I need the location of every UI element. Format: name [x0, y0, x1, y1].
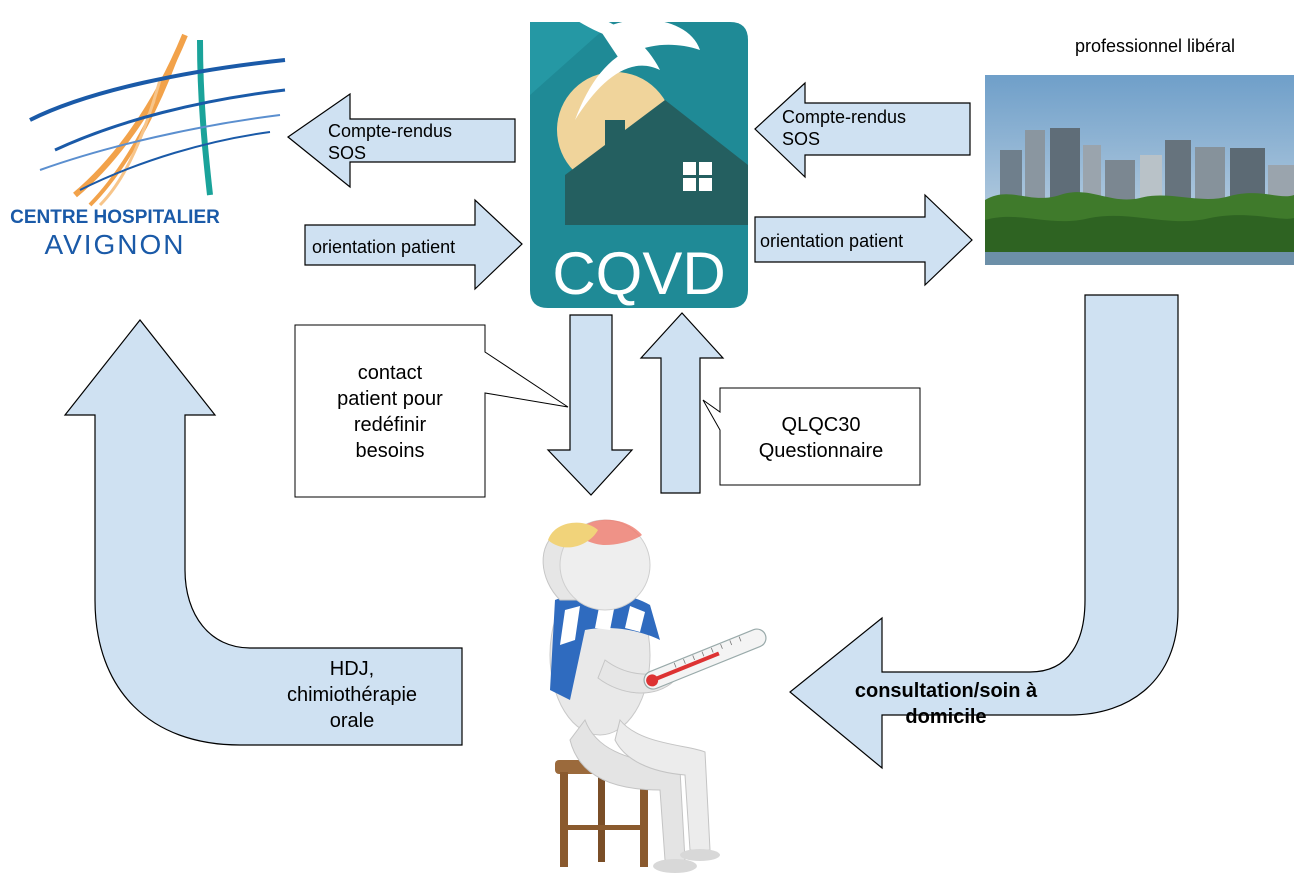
arrow-to-hospital-label: Compte-rendus SOS: [328, 120, 452, 164]
hospital-logo-swooshes-icon: [29, 33, 286, 207]
arrow-to-hospital-line1: Compte-rendus: [328, 121, 453, 141]
hospital-name-line1: CENTRE HOSPITALIER: [10, 207, 220, 228]
arrow-hdj-line2: chimiothérapie: [286, 684, 418, 706]
arrow-consultation-line2: domicile: [905, 706, 987, 728]
arrow-to-hospital-line2: SOS: [328, 143, 367, 163]
city-skyline-icon: [985, 75, 1294, 265]
callout-questionnaire-text: QLQC30 Questionnaire: [722, 412, 920, 464]
callout-contact-line1: contact: [357, 362, 423, 384]
arrow-liberal-to-patient: [789, 294, 1179, 770]
arrow-cqvd-to-liberal: [754, 193, 973, 287]
hospital-logo: CENTRE HOSPITALIER AVIGNON: [10, 33, 286, 260]
arrow-hospital-to-cqvd: [304, 198, 523, 291]
arrow-from-liberal-line1: Compte-rendus: [782, 107, 907, 127]
cqvd-logo-text: CQVD: [552, 240, 725, 307]
callout-contact-line4: besoins: [355, 440, 425, 462]
arrow-hdj-line3: orale: [329, 710, 375, 732]
cqvd-logo: CQVD: [530, 5, 748, 308]
arrow-from-hospital-label: orientation patient: [312, 237, 456, 257]
callout-contact-line3: redéfinir: [353, 414, 427, 436]
hospital-name-line2: AVIGNON: [44, 229, 185, 260]
liberal-caption: professionnel libéral: [1075, 36, 1235, 56]
arrow-cqvd-to-patient: [546, 314, 634, 496]
callout-contact: [294, 324, 569, 498]
arrow-patient-to-cqvd: [639, 312, 725, 494]
callout-contact-text: contact patient pour redéfinir besoins: [300, 360, 480, 464]
arrow-from-liberal-line2: SOS: [782, 129, 821, 149]
house-icon: [565, 100, 748, 225]
arrow-hdj-label: HDJ, chimiothérapie orale: [246, 656, 458, 734]
callout-questionnaire: [702, 387, 921, 486]
arrow-from-liberal-label: Compte-rendus SOS: [782, 106, 906, 150]
arrow-cqvd-to-hospital: [286, 92, 516, 189]
arrow-to-liberal-label: orientation patient: [760, 231, 904, 251]
arrow-consultation-line1: consultation/soin à: [854, 680, 1038, 702]
arrow-consultation-label: consultation/soin à domicile: [840, 678, 1052, 730]
callout-questionnaire-line2: Questionnaire: [758, 440, 884, 462]
callout-contact-line2: patient pour: [337, 388, 443, 410]
arrow-liberal-to-cqvd: [754, 81, 971, 179]
sick-person-thermometer-icon: [542, 519, 767, 873]
arrow-patient-to-hospital: [63, 319, 463, 746]
arrow-hdj-line1: HDJ,: [329, 658, 375, 680]
callout-questionnaire-line1: QLQC30: [781, 414, 861, 436]
